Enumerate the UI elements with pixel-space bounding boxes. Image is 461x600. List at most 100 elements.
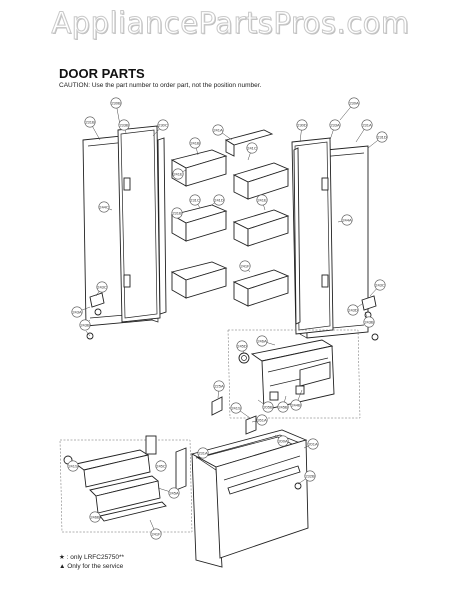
callout-circle <box>89 511 101 523</box>
callout-label: 241E <box>257 197 267 202</box>
callout-label: 241E <box>173 171 183 176</box>
callout-205b: 205B <box>257 399 274 413</box>
callout-circle <box>157 119 169 131</box>
callout-230d: 230D <box>296 119 308 143</box>
callout-circle <box>98 201 110 213</box>
callout-circle <box>347 304 359 316</box>
callout-241e: 241E <box>256 194 268 211</box>
door-bins <box>170 129 290 307</box>
callout-243c: 243C <box>369 279 386 297</box>
callout-circle <box>79 319 91 331</box>
callout-label: 225A <box>214 383 224 388</box>
callout-circle <box>374 279 386 291</box>
callout-circle <box>197 447 209 459</box>
callout-circle <box>277 435 289 447</box>
caution-note: CAUTION: Use the part number to order pa… <box>59 82 262 89</box>
callout-circle <box>230 402 242 414</box>
callout-circle <box>189 194 201 206</box>
callout-label: 231B <box>85 119 95 124</box>
callout-231c: 231C <box>189 194 201 209</box>
callout-261a: 261A <box>251 414 268 426</box>
callout-200a: 200A <box>274 434 289 447</box>
callout-label: 244A <box>342 217 352 222</box>
callout-circle <box>150 528 162 540</box>
callout-231b: 231B <box>171 207 183 219</box>
callout-245b: 245B <box>277 395 289 413</box>
callout-231b: 231B <box>84 116 101 141</box>
callout-circle <box>71 306 83 318</box>
callout-circle <box>213 194 225 206</box>
callout-circle <box>168 487 180 499</box>
callout-label: 241S <box>231 405 241 410</box>
callout-label: 245C <box>156 463 166 468</box>
callout-label: 243A <box>72 309 82 314</box>
callout-label: 243C <box>375 282 385 287</box>
callout-label: 241C <box>247 145 257 150</box>
callout-label: 241D <box>214 197 224 202</box>
callout-label: 230C <box>158 122 168 127</box>
callout-label: 241F <box>240 263 250 268</box>
callout-circle <box>256 414 268 426</box>
callout-circle <box>348 97 360 109</box>
callout-circle <box>110 97 122 109</box>
callout-label: 231A <box>198 450 208 455</box>
callout-label: 230A <box>349 100 359 105</box>
callout-label: 201A <box>308 441 318 446</box>
callout-244c: 244C <box>98 201 113 213</box>
callout-label: 230D <box>297 122 307 127</box>
callout-241b: 241B <box>189 137 201 156</box>
callout-label: 230B <box>111 100 121 105</box>
callout-label: 246B <box>90 514 100 519</box>
callout-230b: 230B <box>110 97 122 126</box>
callout-label: 200A <box>278 438 288 443</box>
callout-241f: 241F <box>239 260 251 273</box>
right-door-assembly <box>291 137 379 341</box>
callout-232b: 232B <box>297 470 316 485</box>
callout-label: 244B <box>291 402 301 407</box>
callout-label: 243D <box>348 307 358 312</box>
callout-label: 231A <box>362 122 372 127</box>
callout-circle <box>118 119 130 131</box>
callout-243c: 243C <box>95 281 108 297</box>
callout-label: 246A <box>257 338 267 343</box>
freezer-door-assembly <box>190 429 309 568</box>
callout-label: 231D <box>377 134 387 139</box>
callout-label: 241F <box>151 531 161 536</box>
callout-label: 205B <box>263 404 273 409</box>
callout-circle <box>213 380 225 392</box>
callout-circle <box>84 116 96 128</box>
callout-circle <box>304 470 316 482</box>
callout-243a: 243A <box>71 306 91 318</box>
callout-244b: 244B <box>290 389 303 411</box>
callout-label: 241A <box>213 127 223 132</box>
callout-circle <box>277 401 289 413</box>
callout-circle <box>67 460 79 472</box>
callout-label: 245D <box>237 343 247 348</box>
callout-label: 243B <box>80 322 90 327</box>
callout-241f: 241F <box>149 519 162 540</box>
drawer-rail-assembly <box>211 329 361 435</box>
callout-circle <box>307 438 319 450</box>
callout-label: 245B <box>278 404 288 409</box>
callout-241a: 241A <box>212 124 233 141</box>
callout-circle <box>189 137 201 149</box>
callout-231d: 231D <box>367 131 388 149</box>
callout-241e: 241E <box>172 168 187 180</box>
callout-246a: 246A <box>256 335 276 347</box>
left-door-assembly <box>82 125 167 340</box>
legend-only-model: ★ : only LRFC25750** <box>59 554 125 561</box>
callout-circle <box>290 399 302 411</box>
callout-circle <box>246 142 258 154</box>
callout-230c: 230C <box>152 119 169 137</box>
callout-circle <box>239 260 251 272</box>
callout-244a: 244A <box>337 214 353 226</box>
callout-label: 243B <box>364 319 374 324</box>
callout-label: 243C <box>97 284 107 289</box>
callout-circle <box>256 335 268 347</box>
callout-label: 233A <box>330 122 340 127</box>
callout-243d: 243D <box>347 303 363 316</box>
callout-241d: 241D <box>209 194 225 207</box>
callout-225a: 225A <box>213 380 225 399</box>
callout-circle <box>376 131 388 143</box>
